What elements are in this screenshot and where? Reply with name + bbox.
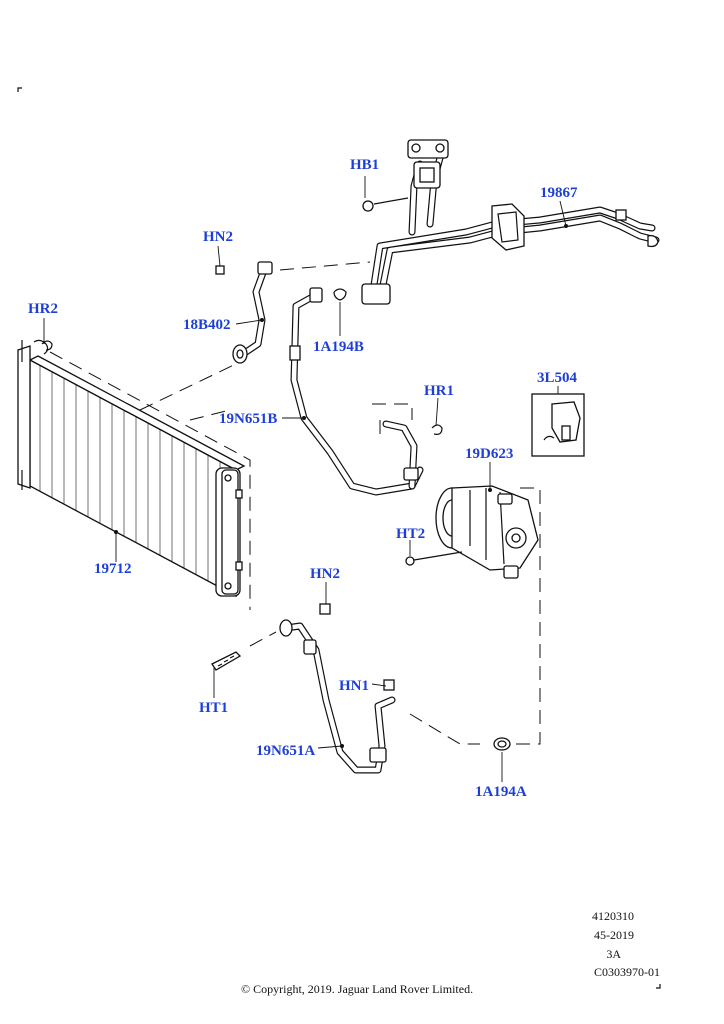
hose-18b402	[215, 261, 273, 364]
liquid-line-19867	[361, 139, 660, 305]
compressor-19d623	[435, 485, 539, 579]
callout-hr1[interactable]: HR1	[424, 383, 454, 399]
bolt-ht2	[405, 551, 463, 566]
callout-19867[interactable]: 19867	[540, 185, 578, 201]
oring-1a194a	[493, 737, 511, 751]
stud-ht1	[211, 651, 242, 671]
callout-19712[interactable]: 19712	[94, 561, 132, 577]
dashed-guides	[49, 261, 541, 745]
callout-hn1[interactable]: HN1	[339, 678, 369, 694]
reference-line-3: 3A	[606, 947, 621, 961]
callout-18b402[interactable]: 18B402	[183, 317, 231, 333]
leader-lines	[43, 176, 568, 782]
reference-line-1: 4120310	[592, 909, 634, 923]
hose-19n651a	[279, 619, 396, 774]
reference-line-4: C0303970-01	[594, 965, 660, 979]
clip-hr1	[431, 424, 443, 435]
hose-19n651b	[289, 287, 424, 496]
callout-19d623[interactable]: 19D623	[465, 446, 514, 462]
corner-mark-top-left	[17, 87, 22, 92]
nut-hn2-bottom	[319, 603, 331, 615]
condenser-19712	[17, 339, 246, 598]
callout-hn2-top[interactable]: HN2	[203, 229, 233, 245]
corner-mark-bottom-right	[656, 984, 661, 989]
callout-ht1[interactable]: HT1	[199, 700, 229, 716]
callout-19n651b[interactable]: 19N651B	[219, 411, 278, 427]
oring-1a194b	[333, 288, 347, 301]
pressure-sensor-3l504	[531, 393, 585, 457]
callout-1a194a[interactable]: 1A194A	[475, 784, 527, 800]
clip-hr2	[41, 340, 53, 351]
callout-19n651a[interactable]: 19N651A	[256, 743, 316, 759]
bolt-hb1	[362, 197, 409, 212]
callout-hr2[interactable]: HR2	[28, 301, 58, 317]
callout-hn2-bottom[interactable]: HN2	[310, 566, 340, 582]
copyright-notice: © Copyright, 2019. Jaguar Land Rover Lim…	[241, 982, 474, 996]
callout-ht2[interactable]: HT2	[396, 526, 426, 542]
callout-1a194b[interactable]: 1A194B	[313, 339, 364, 355]
callout-3l504[interactable]: 3L504	[537, 370, 578, 386]
reference-line-2: 45-2019	[594, 928, 634, 942]
callout-hb1[interactable]: HB1	[350, 157, 380, 173]
